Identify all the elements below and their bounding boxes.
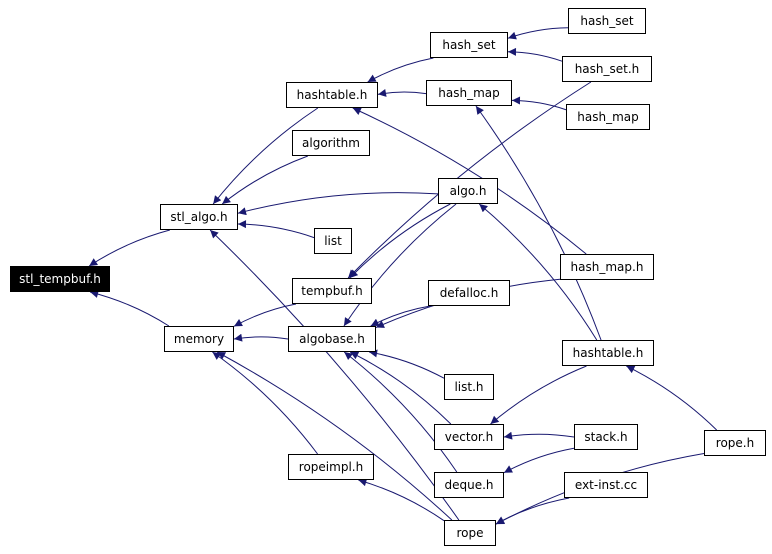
node-algorithm[interactable]: algorithm	[292, 130, 370, 156]
edge-ropeimpl_h-to-memory	[212, 351, 318, 455]
edge-list-to-stl_algo_h	[237, 220, 315, 239]
edge-defalloc_h-to-algobase_h	[370, 305, 431, 327]
edge-hash_map_h-to-hashtable_h_1	[352, 107, 587, 255]
edge-hashtable_h_2-to-vector_h	[490, 365, 587, 425]
node-rope-h[interactable]: rope.h	[704, 430, 766, 456]
edge-hash_set_2-to-hash_set_1	[507, 27, 569, 40]
edge-deque_h-to-algobase_h	[343, 351, 458, 473]
node-list-h[interactable]: list.h	[444, 374, 494, 400]
node-stl-tempbuf-h: stl_tempbuf.h	[10, 266, 110, 292]
edge-hash_map_2-to-hash_map_1	[511, 96, 567, 111]
edge-algo_h-to-algobase_h	[343, 203, 457, 327]
node-memory[interactable]: memory	[164, 326, 234, 352]
node-algobase-h[interactable]: algobase.h	[288, 326, 376, 352]
edge-vector_h-to-algobase_h	[349, 351, 452, 425]
edge-stack_h-to-vector_h	[503, 431, 575, 440]
node-deque-h[interactable]: deque.h	[434, 472, 504, 498]
edge-hash_set_1-to-hashtable_h_1	[367, 57, 434, 83]
edge-rope_1-to-ropeimpl_h	[358, 478, 445, 522]
node-hash-set[interactable]: hash_set	[568, 8, 646, 34]
edge-memory-to-stl_tempbuf_h	[89, 290, 170, 327]
node-tempbuf-h[interactable]: tempbuf.h	[292, 278, 372, 304]
node-hash-map[interactable]: hash_map	[426, 80, 512, 106]
edge-hashtable_h_1-to-stl_algo_h	[212, 107, 319, 205]
node-stl-algo-h[interactable]: stl_algo.h	[160, 204, 238, 230]
node-hash-set[interactable]: hash_set	[430, 32, 508, 58]
edge-hashtable_h_2-to-algo_h	[478, 203, 598, 341]
edge-algorithm-to-stl_algo_h	[221, 155, 308, 205]
node-hashtable-h[interactable]: hashtable.h	[562, 340, 654, 366]
node-vector-h[interactable]: vector.h	[434, 424, 504, 450]
edge-rope_1-to-memory	[216, 351, 453, 521]
edge-hash_set_h-to-tempbuf_h	[347, 81, 592, 279]
node-hash-map-h[interactable]: hash_map.h	[560, 254, 654, 280]
node-list[interactable]: list	[314, 228, 352, 254]
node-hash-map[interactable]: hash_map	[566, 104, 650, 130]
node-ext-inst-cc[interactable]: ext-inst.cc	[564, 472, 648, 498]
edge-hashtable_h_2-to-hash_map_1	[475, 105, 602, 341]
edge-hash_set_h-to-hash_set_1	[507, 47, 563, 62]
edge-stack_h-to-deque_h	[503, 447, 575, 474]
node-ropeimpl-h[interactable]: ropeimpl.h	[288, 454, 374, 480]
node-hashtable-h[interactable]: hashtable.h	[286, 82, 378, 108]
edge-algobase_h-to-memory	[233, 333, 289, 342]
edge-rope_1-to-stl_algo_h	[209, 229, 460, 521]
edge-algo_h-to-stl_algo_h	[237, 192, 439, 216]
node-algo-h[interactable]: algo.h	[438, 178, 498, 204]
edge-list_h-to-algobase_h	[369, 349, 445, 379]
node-rope[interactable]: rope	[444, 520, 496, 546]
edge-stl_algo_h-to-stl_tempbuf_h	[88, 229, 170, 267]
edge-rope_h-to-hashtable_h_2	[626, 365, 718, 431]
edge-ext_inst_cc-to-rope_1	[495, 497, 570, 525]
edge-algo_h-to-tempbuf_h	[349, 203, 451, 279]
node-hash-set-h[interactable]: hash_set.h	[562, 56, 652, 82]
node-defalloc-h[interactable]: defalloc.h	[428, 280, 510, 306]
node-stack-h[interactable]: stack.h	[574, 424, 638, 450]
edge-tempbuf_h-to-memory	[233, 303, 297, 327]
edge-hash_map_1-to-hashtable_h_1	[377, 89, 427, 97]
